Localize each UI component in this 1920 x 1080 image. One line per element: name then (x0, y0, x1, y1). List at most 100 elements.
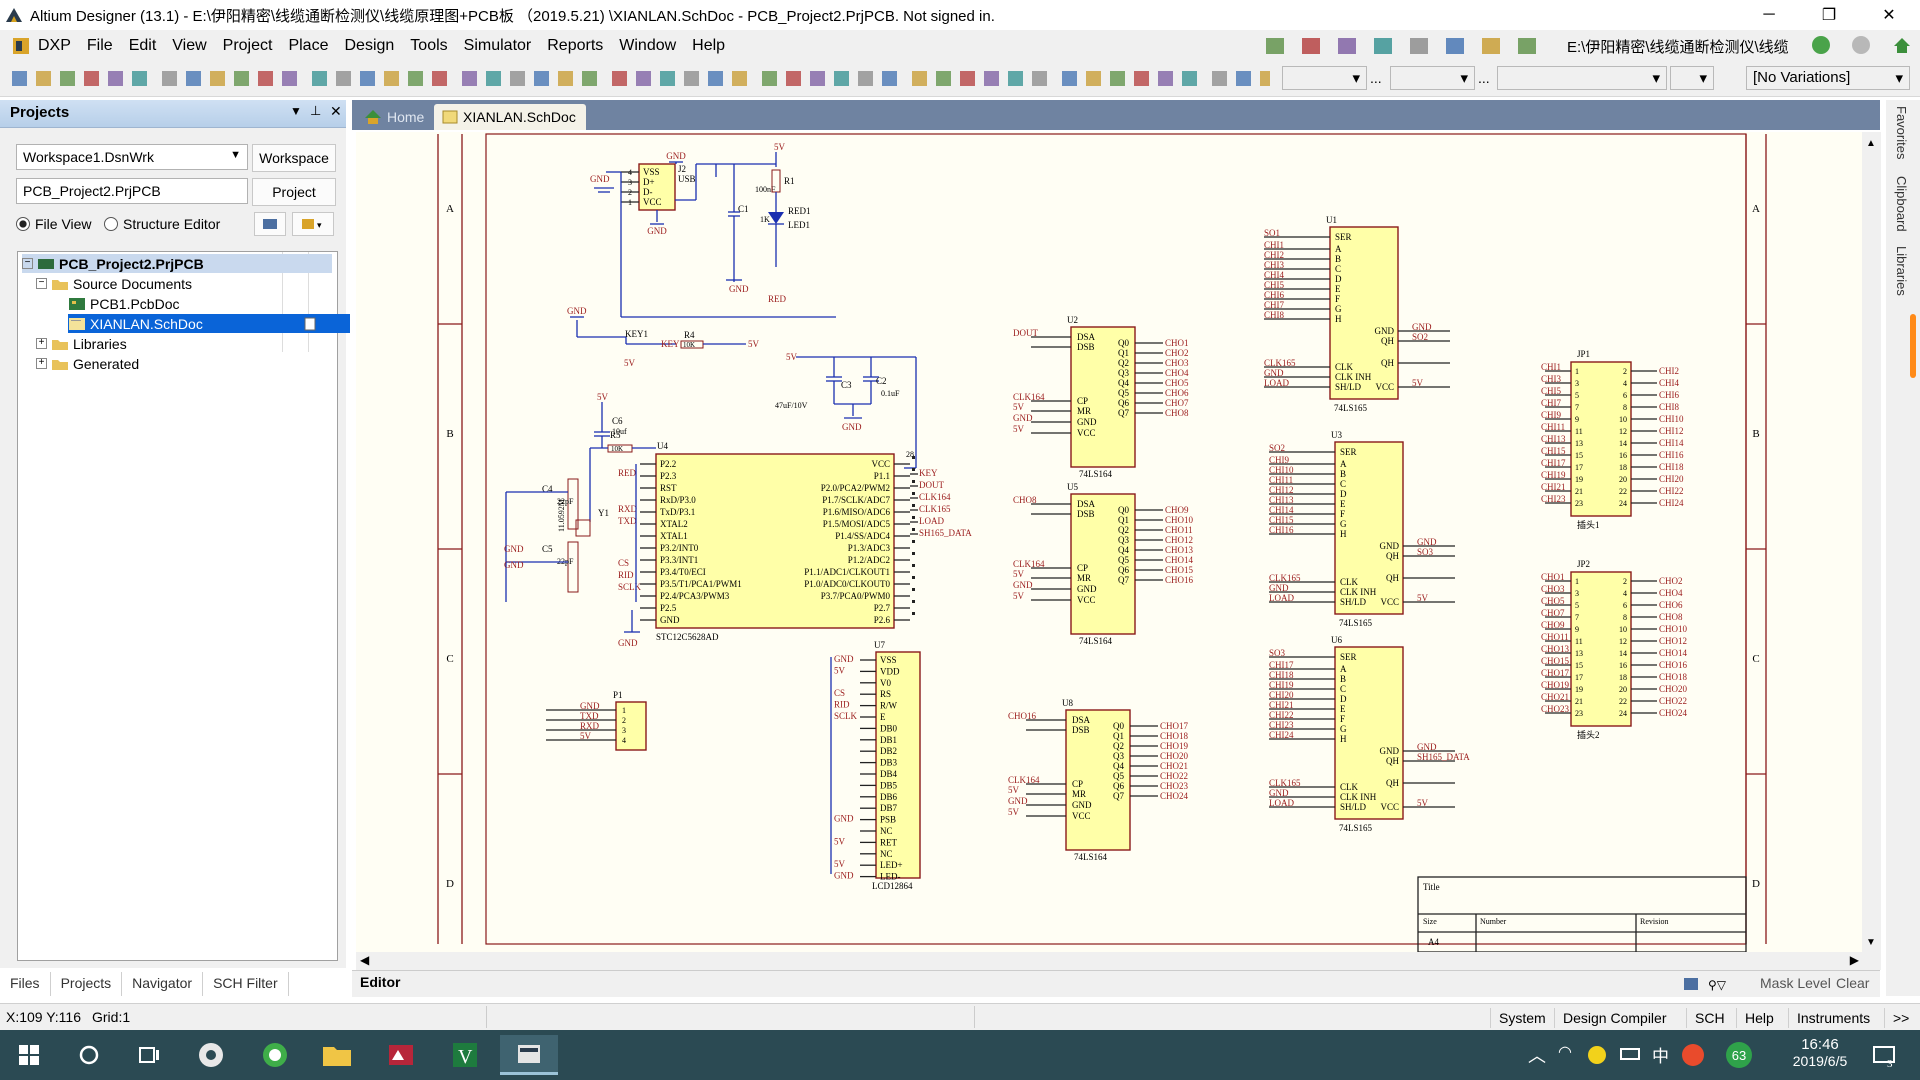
tab-files[interactable]: Files (0, 972, 51, 996)
variations-dropdown[interactable]: [No Variations]▾ (1746, 66, 1910, 90)
home-nav-icon[interactable] (1892, 36, 1912, 54)
menu-tool-icon[interactable] (1518, 38, 1536, 54)
menu-dxp[interactable]: DXP (38, 37, 71, 54)
toolbar-tool-icon[interactable] (534, 71, 549, 86)
toolbar-tool-icon[interactable] (486, 71, 501, 86)
clock[interactable]: 16:46 2019/6/5 (1792, 1036, 1848, 1069)
tray-app-icon[interactable] (1588, 1046, 1606, 1064)
minimize-button[interactable]: ─ (1763, 6, 1775, 23)
tree-source-documents[interactable]: − Source Documents (36, 274, 192, 293)
toolbar-tool-icon[interactable] (408, 71, 423, 86)
menu-file[interactable]: File (86, 37, 113, 54)
toolbar-tool-icon[interactable] (234, 71, 249, 86)
menu-reports[interactable]: Reports (547, 37, 604, 54)
toolbar-tool-icon[interactable] (1212, 71, 1227, 86)
menu-design[interactable]: Design (344, 37, 395, 54)
toolbar-tool-icon[interactable] (858, 71, 873, 86)
app-red-icon[interactable] (372, 1035, 430, 1075)
toolbar-icons[interactable] (10, 68, 1270, 90)
toolbar-tool-icon[interactable] (582, 71, 597, 86)
menu-tool-icon[interactable] (1302, 38, 1320, 54)
toolbar-tool-icon[interactable] (984, 71, 999, 86)
app-green-v-icon[interactable]: V (436, 1035, 494, 1075)
workspace-button[interactable]: Workspace (252, 144, 336, 172)
tree-pcb-doc[interactable]: PCB1.PcbDoc (68, 294, 179, 313)
menu-view[interactable]: View (172, 37, 207, 54)
toolbar-tool-icon[interactable] (1182, 71, 1197, 86)
status-system[interactable]: System (1490, 1008, 1554, 1028)
battery-icon[interactable] (1620, 1048, 1640, 1060)
tab-home[interactable]: Home (356, 104, 434, 130)
menu-simulator[interactable]: Simulator (463, 37, 532, 54)
toolbar-tool-icon[interactable] (312, 71, 327, 86)
tab-clipboard[interactable]: Clipboard (1894, 176, 1909, 232)
path-dropdown[interactable]: E:\伊阳精密\线缆通断检测仪\线缆 ▾ (1561, 34, 1806, 75)
ime-indicator[interactable]: 中 (1652, 1047, 1669, 1066)
toolbar-tool-icon[interactable] (12, 71, 27, 86)
toolbar-tool-icon[interactable] (84, 71, 99, 86)
menu-project[interactable]: Project (222, 37, 273, 54)
toolbar-tool-icon[interactable] (432, 71, 447, 86)
toolbar-tool-icon[interactable] (210, 71, 225, 86)
sogou-icon[interactable] (1682, 1044, 1704, 1066)
toolbar-tool-icon[interactable] (684, 71, 699, 86)
nav-forward-icon[interactable] (1852, 36, 1870, 54)
toolbar-tool-icon[interactable] (36, 71, 51, 86)
toolbar-tool-icon[interactable] (186, 71, 201, 86)
tab-favorites[interactable]: Favorites (1894, 106, 1909, 160)
toolbar-tool-icon[interactable] (1134, 71, 1149, 86)
start-button[interactable] (0, 1035, 58, 1075)
close-button[interactable]: ✕ (1882, 7, 1896, 24)
toolbar-tool-icon[interactable] (960, 71, 975, 86)
toolbar-tool-icon[interactable] (462, 71, 477, 86)
mask-tools-icons[interactable]: ⚲▽ (1682, 974, 1742, 994)
menu-tool-icon[interactable] (1446, 38, 1464, 54)
menu-tools[interactable]: Tools (410, 37, 448, 54)
panel-close-icon[interactable]: ✕ (330, 103, 342, 119)
toolbar-tool-icon[interactable] (384, 71, 399, 86)
tab-projects[interactable]: Projects (50, 972, 123, 996)
toolbar-tool-icon[interactable] (1158, 71, 1173, 86)
toolbar-tool-icon[interactable] (282, 71, 297, 86)
toolbar-tool-icon[interactable] (1008, 71, 1023, 86)
toolbar-tool-icon[interactable] (1086, 71, 1101, 86)
tree-libraries[interactable]: + Libraries (36, 334, 127, 353)
panel-menu-icon[interactable]: ▼ (290, 104, 302, 118)
toolbar-dropdown-2[interactable]: ▾ (1390, 66, 1475, 90)
horizontal-scrollbar[interactable]: ◀ ▶ (356, 952, 1881, 970)
toolbar-tool-icon[interactable] (1236, 71, 1251, 86)
tab-navigator[interactable]: Navigator (122, 972, 204, 996)
toolbar-dropdown-1[interactable]: ▾ (1282, 66, 1367, 90)
status-help[interactable]: Help (1736, 1008, 1782, 1028)
security-badge[interactable]: 63 (1726, 1042, 1752, 1068)
toolbar-tool-icon[interactable] (162, 71, 177, 86)
file-view-radio[interactable]: File View (16, 216, 92, 232)
menu-edit[interactable]: Edit (128, 37, 157, 54)
workspace-select[interactable]: Workspace1.DsnWrk▼ (16, 144, 248, 170)
status-more[interactable]: >> (1884, 1008, 1917, 1028)
toolbar-dropdown-3[interactable]: ▾ (1497, 66, 1667, 90)
toolbar-tool-icon[interactable] (1110, 71, 1125, 86)
menu-help[interactable]: Help (692, 37, 726, 54)
menu-toolbar-icons[interactable] (1264, 34, 1554, 58)
file-explorer-icon[interactable] (308, 1035, 366, 1075)
menu-tool-icon[interactable] (1338, 38, 1356, 54)
toolbar-tool-icon[interactable] (1032, 71, 1047, 86)
menu-tool-icon[interactable] (1410, 38, 1428, 54)
toolbar-tool-icon[interactable] (708, 71, 723, 86)
toolbar-tool-icon[interactable] (882, 71, 897, 86)
menu-place[interactable]: Place (288, 37, 329, 54)
app-pinwheel-icon[interactable] (182, 1035, 240, 1075)
toolbar-tool-icon[interactable] (834, 71, 849, 86)
toolbar-tool-icon[interactable] (1062, 71, 1077, 86)
toolbar-tool-icon[interactable] (732, 71, 747, 86)
menu-window[interactable]: Window (619, 37, 677, 54)
tab-sch-filter[interactable]: SCH Filter (203, 972, 289, 996)
pin-icon[interactable]: ⊥ (310, 103, 322, 118)
network-icon[interactable]: ◠ (1558, 1044, 1572, 1061)
toolbar-tool-icon[interactable] (132, 71, 147, 86)
tree-sch-doc[interactable]: XIANLAN.SchDoc (68, 314, 350, 333)
menu-tool-icon[interactable] (1482, 38, 1500, 54)
project-field[interactable]: PCB_Project2.PrjPCB (16, 178, 248, 204)
